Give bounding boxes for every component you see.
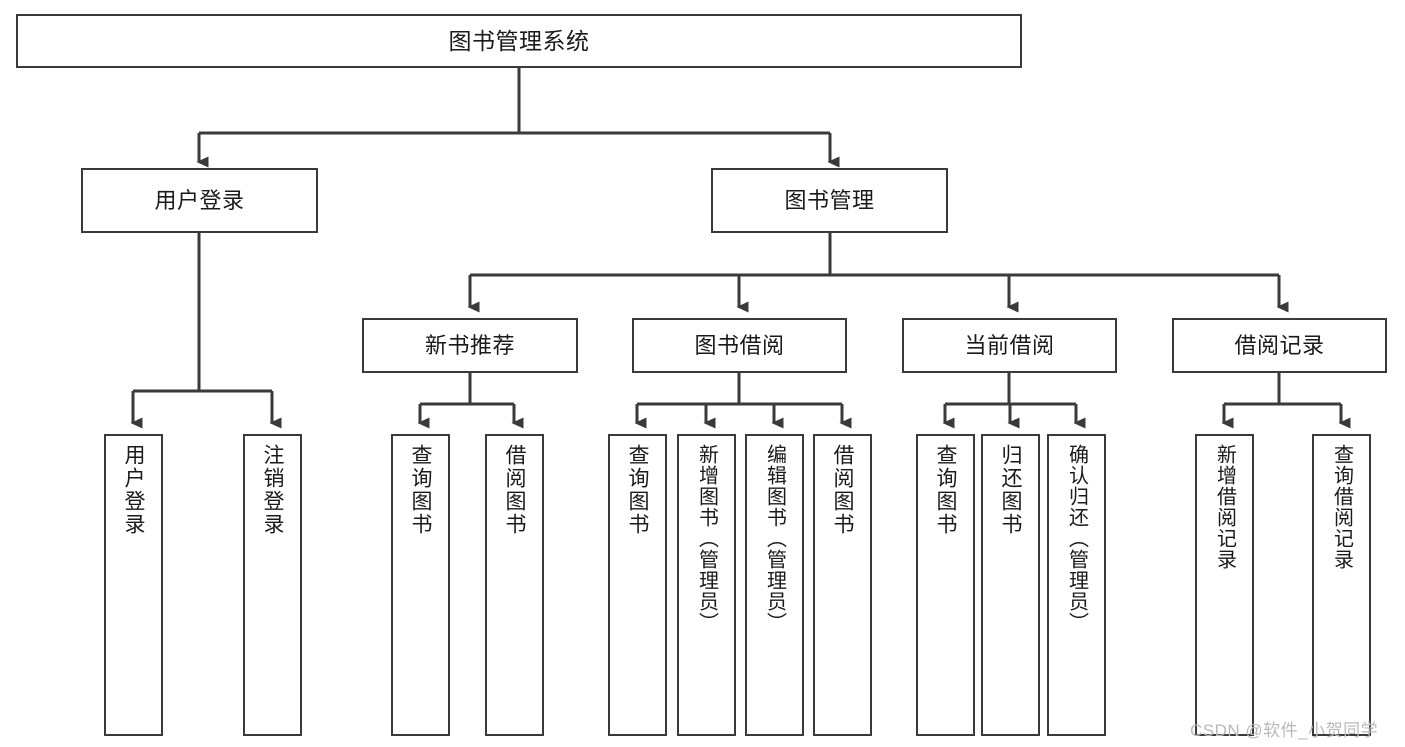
node-label: 图书管理 <box>784 187 875 213</box>
node-label: 用户登录 <box>154 187 245 213</box>
node-book-borrow[interactable]: 图书借阅 <box>632 318 847 373</box>
leaf-confirm-return-admin[interactable]: 确认归还（管理员） <box>1047 434 1106 736</box>
node-user-login[interactable]: 用户登录 <box>81 168 318 233</box>
leaf-query-book-current[interactable]: 查询图书 <box>916 434 975 736</box>
node-borrow-record[interactable]: 借阅记录 <box>1172 318 1387 373</box>
node-label: 图书借阅 <box>694 332 785 358</box>
leaf-edit-book-admin[interactable]: 编辑图书（管理员） <box>745 434 804 736</box>
node-label: 编辑图书（管理员） <box>763 444 786 633</box>
leaf-query-book-borrow[interactable]: 查询图书 <box>608 434 667 736</box>
node-label: 归还图书 <box>999 444 1022 536</box>
node-label: 当前借阅 <box>964 332 1055 358</box>
node-new-book-recommend[interactable]: 新书推荐 <box>362 318 578 373</box>
node-label: 新书推荐 <box>424 332 515 358</box>
node-label: 新增图书（管理员） <box>695 444 718 633</box>
leaf-borrow-book-recommend[interactable]: 借阅图书 <box>485 434 544 736</box>
node-label: 查询借阅记录 <box>1330 444 1353 570</box>
leaf-query-book-recommend[interactable]: 查询图书 <box>391 434 450 736</box>
leaf-return-book[interactable]: 归还图书 <box>981 434 1040 736</box>
node-label: 查询图书 <box>409 444 432 536</box>
node-root-system[interactable]: 图书管理系统 <box>16 14 1022 68</box>
node-label: 借阅记录 <box>1234 332 1325 358</box>
node-label: 借阅图书 <box>503 444 526 536</box>
leaf-add-book-admin[interactable]: 新增图书（管理员） <box>677 434 736 736</box>
node-label: 注销登录 <box>261 444 284 536</box>
node-label: 确认归还（管理员） <box>1065 444 1088 633</box>
leaf-borrow-book[interactable]: 借阅图书 <box>813 434 872 736</box>
watermark-text: CSDN @软件_小贺同学 <box>1190 721 1379 740</box>
node-label: 用户登录 <box>122 444 145 536</box>
leaf-query-borrow-record[interactable]: 查询借阅记录 <box>1312 434 1371 736</box>
node-label: 借阅图书 <box>831 444 854 536</box>
leaf-add-borrow-record[interactable]: 新增借阅记录 <box>1195 434 1254 736</box>
node-book-management[interactable]: 图书管理 <box>711 168 948 233</box>
leaf-logout-login[interactable]: 注销登录 <box>243 434 302 736</box>
leaf-user-login[interactable]: 用户登录 <box>104 434 163 736</box>
node-label: 图书管理系统 <box>448 27 590 54</box>
node-label: 查询图书 <box>934 444 957 536</box>
node-label: 新增借阅记录 <box>1213 444 1236 570</box>
node-current-borrow[interactable]: 当前借阅 <box>902 318 1117 373</box>
node-label: 查询图书 <box>626 444 649 536</box>
